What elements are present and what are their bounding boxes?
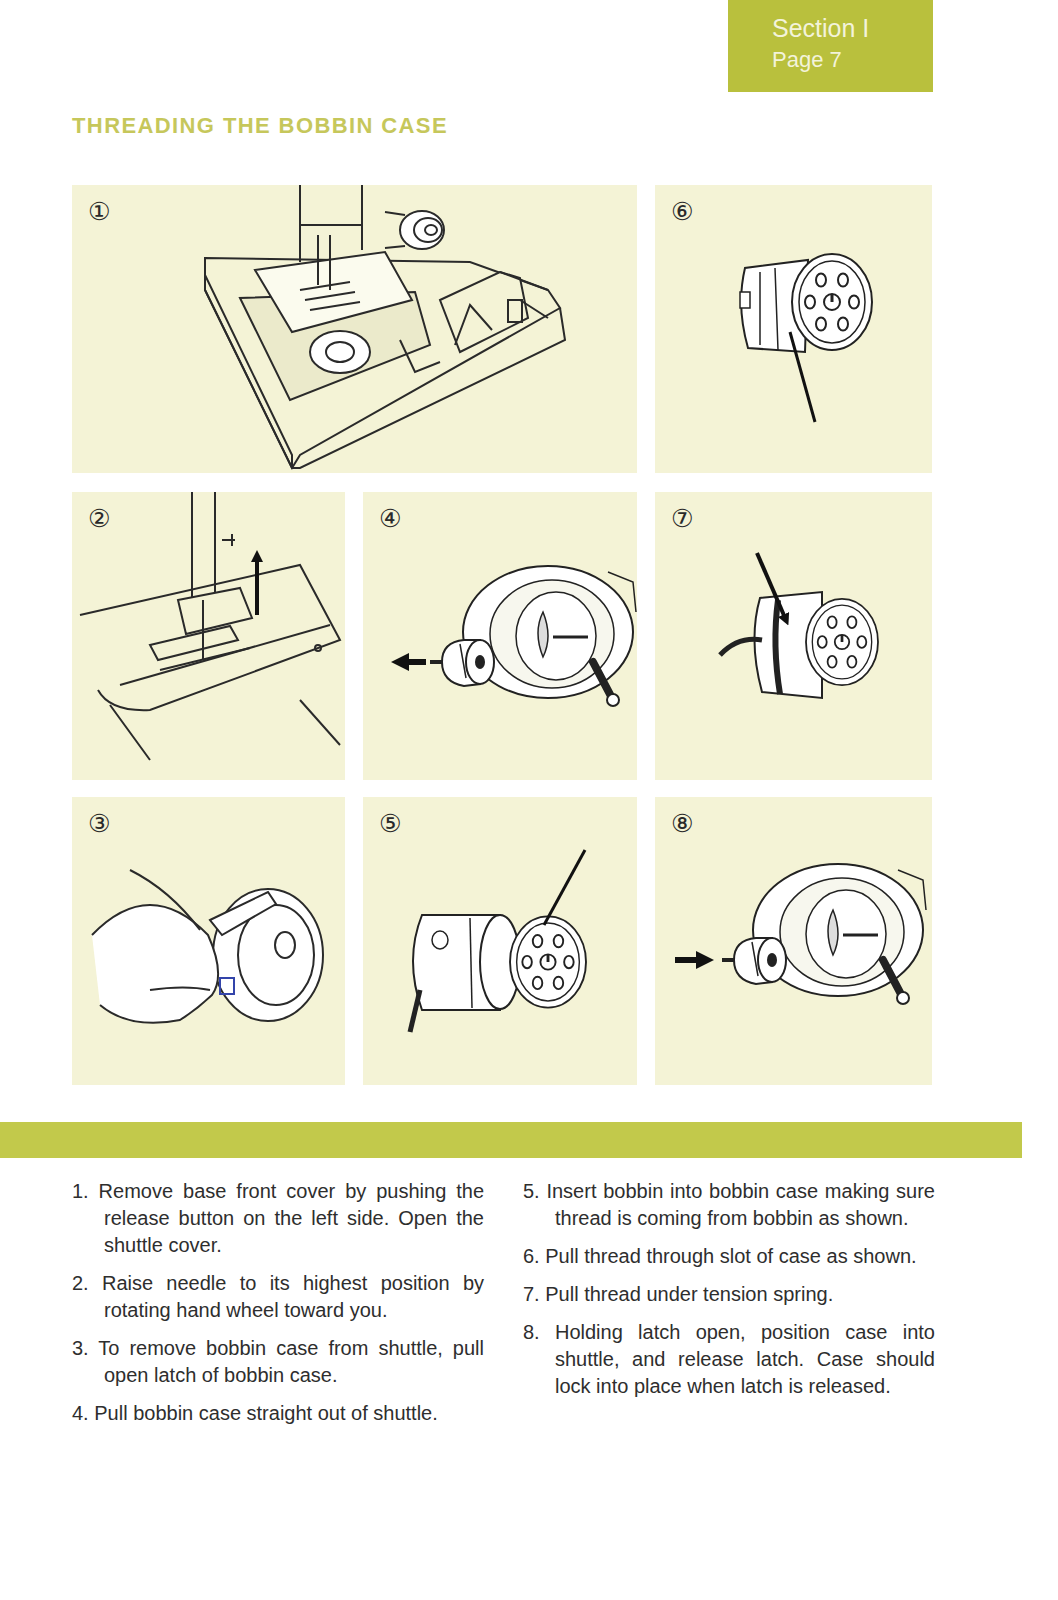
instruction-step: 3. To remove bobbin case from shuttle, p…: [72, 1335, 484, 1389]
step-number: ⑥: [671, 197, 693, 226]
green-band: [0, 1122, 1022, 1158]
step-number: ③: [88, 809, 110, 838]
instruction-step: 8. Holding latch open, position case int…: [523, 1319, 935, 1400]
step-number: ④: [379, 504, 401, 533]
page-number: Page 7: [772, 44, 933, 76]
step-panel: ②: [72, 492, 345, 780]
step-panel: ⑧: [655, 797, 932, 1085]
instruction-step: 1. Remove base front cover by pushing th…: [72, 1178, 484, 1259]
instruction-step: 7. Pull thread under tension spring.: [523, 1281, 935, 1308]
instruction-step: 6. Pull thread through slot of case as s…: [523, 1243, 935, 1270]
page-title: THREADING THE BOBBIN CASE: [72, 113, 448, 139]
step-number: ⑦: [671, 504, 693, 533]
step-panel: ⑥: [655, 185, 932, 473]
step-number: ⑤: [379, 809, 401, 838]
instruction-step: 5. Insert bobbin into bobbin case making…: [523, 1178, 935, 1232]
step-panel: ③: [72, 797, 345, 1085]
instruction-column: 5. Insert bobbin into bobbin case making…: [523, 1178, 935, 1411]
section-label: Section I: [772, 12, 933, 44]
instruction-step: 4. Pull bobbin case straight out of shut…: [72, 1400, 484, 1427]
step-number: ②: [88, 504, 110, 533]
step-panel: ⑤: [363, 797, 637, 1085]
step-number: ①: [88, 197, 110, 226]
instruction-column: 1. Remove base front cover by pushing th…: [72, 1178, 484, 1438]
step-panel: ①: [72, 185, 637, 473]
step-panel: ④: [363, 492, 637, 780]
instruction-step: 2. Raise needle to its highest position …: [72, 1270, 484, 1324]
section-tab: Section IPage 7: [728, 0, 933, 92]
step-number: ⑧: [671, 809, 693, 838]
step-panel: ⑦: [655, 492, 932, 780]
